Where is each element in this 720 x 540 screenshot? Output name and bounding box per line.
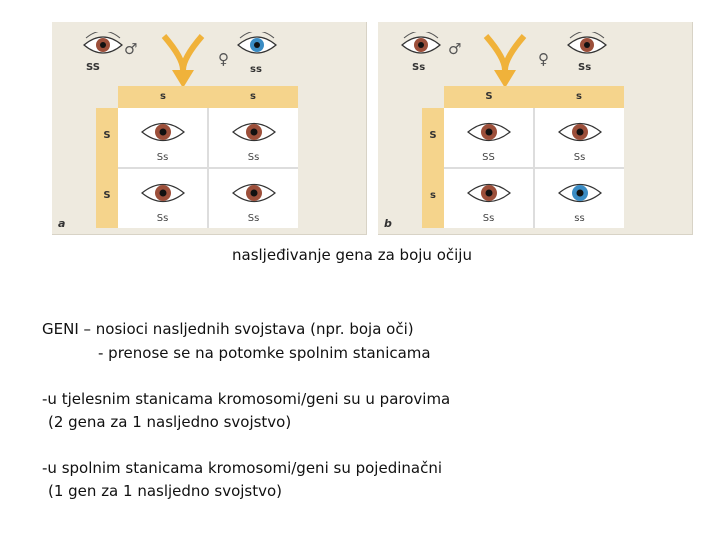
eye-icon-blue (558, 183, 602, 203)
female-symbol: ♀ (538, 50, 549, 68)
genotype-label: Ss (247, 152, 260, 163)
genotype-label: SS (482, 152, 495, 163)
female-symbol: ♀ (218, 50, 229, 68)
punnett-cell: ss (535, 169, 624, 228)
punnett-panel-a: SS ♂ ♀ ss s s S S Ss Ss Ss Ss (52, 22, 367, 235)
male-genotype: SS (86, 62, 100, 73)
text-line-tjelesne: -u tjelesnim stanicama kromosomi/geni su… (42, 390, 451, 408)
figure-caption: nasljeđivanje gena za boju očiju (232, 246, 472, 264)
eye-icon-brown (83, 32, 123, 54)
genotype-label: Ss (482, 213, 495, 224)
gamete-label: s (430, 190, 436, 201)
punnett-grid: SS Ss Ss ss (444, 108, 624, 228)
eye-icon-brown (232, 183, 276, 203)
eye-icon-brown (567, 32, 607, 54)
punnett-cell: Ss (118, 169, 207, 228)
punnett-cell: SS (444, 108, 533, 167)
eye-icon-brown (232, 122, 276, 142)
text-line-spolne: -u spolnim stanicama kromosomi/geni su p… (42, 459, 442, 477)
genotype-label: Ss (156, 213, 169, 224)
text-line-tjelesne-note: (2 gena za 1 nasljedno svojstvo) (48, 413, 292, 431)
gamete-header-top: S s (444, 86, 624, 108)
gamete-label: s (160, 91, 166, 102)
gamete-label: S (103, 190, 111, 201)
punnett-cell: Ss (209, 169, 298, 228)
female-genotype: Ss (578, 62, 592, 73)
text-line-spolne-note: (1 gen za 1 nasljedno svojstvo) (48, 482, 283, 500)
arrow-icon (161, 34, 205, 88)
male-genotype: Ss (412, 62, 426, 73)
eye-icon-brown (467, 122, 511, 142)
punnett-cell: Ss (118, 108, 207, 167)
punnett-cell: Ss (535, 108, 624, 167)
genotype-label: Ss (156, 152, 169, 163)
genotype-label: Ss (573, 152, 586, 163)
text-line-prenose: - prenose se na potomke spolnim stanicam… (98, 344, 431, 362)
eye-icon-brown (401, 32, 441, 54)
male-symbol: ♂ (124, 40, 138, 58)
gamete-label: S (103, 130, 111, 141)
gamete-header-left: S S (96, 108, 118, 228)
female-genotype: ss (250, 64, 262, 75)
panel-letter: a (58, 217, 66, 230)
text-line-geni: GENI – nosioci nasljednih svojstava (npr… (42, 320, 414, 338)
eye-icon-brown (141, 122, 185, 142)
punnett-cell: Ss (209, 108, 298, 167)
eye-icon-brown (558, 122, 602, 142)
arrow-icon (483, 34, 527, 88)
genotype-label: Ss (247, 213, 260, 224)
eye-icon-brown (141, 183, 185, 203)
gamete-label: S (429, 130, 437, 141)
eye-icon-brown (467, 183, 511, 203)
eye-icon-blue (237, 32, 277, 54)
gamete-label: s (576, 91, 582, 102)
punnett-grid: Ss Ss Ss Ss (118, 108, 298, 228)
panel-letter: b (384, 217, 392, 230)
gamete-label: s (250, 91, 256, 102)
genotype-label: ss (574, 213, 585, 224)
punnett-cell: Ss (444, 169, 533, 228)
gamete-header-top: s s (118, 86, 298, 108)
gamete-label: S (485, 91, 493, 102)
gamete-header-left: S s (422, 108, 444, 228)
male-symbol: ♂ (448, 40, 462, 58)
punnett-panel-b: Ss ♂ ♀ Ss S s S s SS Ss Ss ss (378, 22, 693, 235)
